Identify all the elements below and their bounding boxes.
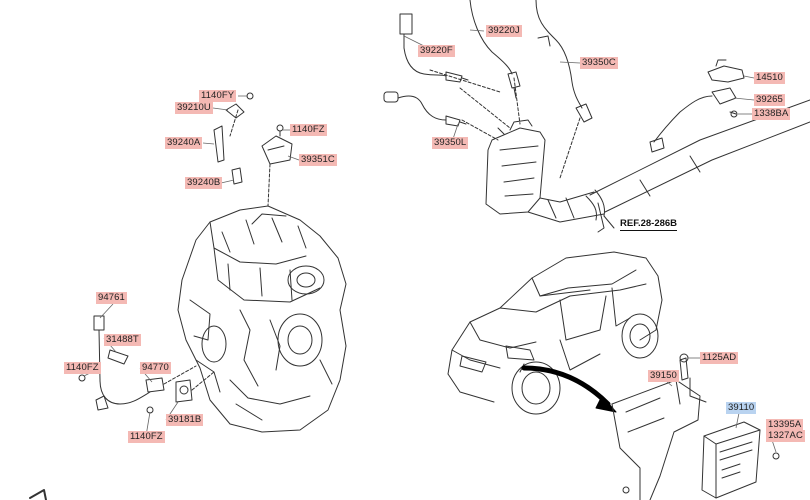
engine-block-drawing — [177, 205, 347, 433]
part-label-1327ac[interactable]: 1327AC — [766, 430, 805, 442]
part-label-1140fz-bottom[interactable]: 1140FZ — [128, 431, 165, 443]
part-label-39240a[interactable]: 39240A — [165, 137, 203, 149]
knock-sensor-drawing — [78, 315, 215, 414]
part-label-39150[interactable]: 39150 — [648, 370, 679, 382]
part-label-31488t[interactable]: 31488T — [104, 334, 141, 346]
part-label-39351c[interactable]: 39351C — [299, 154, 337, 166]
reference-label[interactable]: REF.28-286B — [620, 218, 678, 231]
cam-sensor-drawing — [213, 92, 293, 207]
part-label-13395a[interactable]: 13395A — [766, 419, 804, 431]
oxygen-sensor-39350c-drawing — [535, 0, 593, 123]
part-label-39181b[interactable]: 39181B — [166, 414, 204, 426]
exhaust-pipe-drawing — [429, 69, 810, 233]
part-label-39220f[interactable]: 39220F — [418, 45, 455, 57]
part-label-39110[interactable]: 39110 — [726, 402, 757, 414]
part-label-1140fz-left[interactable]: 1140FZ — [64, 362, 101, 374]
part-label-94761[interactable]: 94761 — [96, 292, 127, 304]
part-label-1125ad[interactable]: 1125AD — [700, 352, 739, 364]
vehicle-drawing — [447, 251, 663, 415]
oxygen-sensor-39220j-drawing — [469, 0, 521, 99]
ecu-module-drawing — [701, 421, 780, 499]
part-label-39350c[interactable]: 39350C — [580, 57, 618, 69]
oxygen-sensor-39350l-drawing — [383, 91, 467, 127]
part-label-39240b[interactable]: 39240B — [185, 177, 223, 189]
part-label-1140fz-top[interactable]: 1140FZ — [290, 124, 327, 136]
part-label-14510[interactable]: 14510 — [754, 72, 785, 84]
reference-leader — [603, 215, 615, 229]
part-label-39265[interactable]: 39265 — [754, 94, 785, 106]
pressure-sensor-drawing — [649, 59, 745, 153]
part-label-39210u[interactable]: 39210U — [175, 102, 213, 114]
part-label-39350l[interactable]: 39350L — [432, 137, 469, 149]
ecu-location-arrow — [521, 365, 611, 407]
part-label-1338ba[interactable]: 1338BA — [752, 108, 791, 120]
oxygen-sensor-39220f-drawing — [399, 13, 469, 83]
part-label-94770[interactable]: 94770 — [140, 362, 171, 374]
part-label-39220j[interactable]: 39220J — [486, 25, 522, 37]
part-label-1140fy[interactable]: 1140FY — [199, 90, 237, 102]
